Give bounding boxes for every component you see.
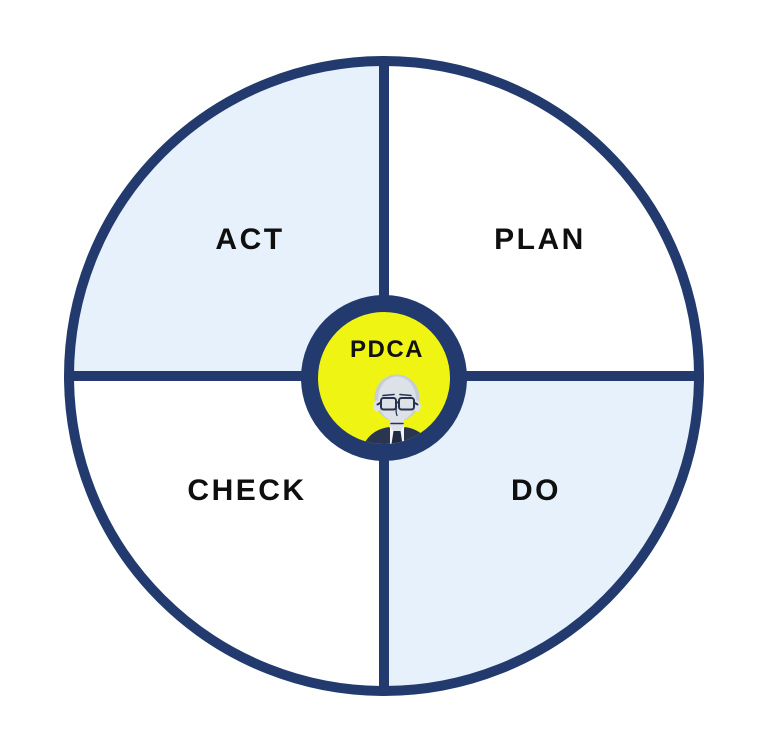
quadrant-check	[69, 376, 384, 691]
deming-portrait-image	[360, 374, 434, 444]
label-plan: PLAN	[494, 223, 586, 256]
outer-circle	[64, 56, 704, 696]
label-check: CHECK	[187, 474, 306, 507]
label-act: ACT	[215, 223, 284, 256]
quadrant-plan	[384, 61, 699, 376]
hub-face	[318, 312, 450, 444]
portrait-nose	[395, 405, 398, 417]
glasses-bridge-and-temples	[376, 401, 419, 406]
portrait-eyebrows	[382, 393, 412, 397]
glasses-lens-right	[398, 397, 415, 411]
portrait-glasses	[376, 397, 419, 411]
portrait-tie	[390, 431, 404, 444]
hub-label: PDCA	[350, 336, 424, 363]
quadrant-do	[384, 376, 699, 691]
glasses-lens-left	[380, 397, 397, 411]
label-do: DO	[511, 474, 561, 507]
quadrant-act	[69, 61, 384, 376]
